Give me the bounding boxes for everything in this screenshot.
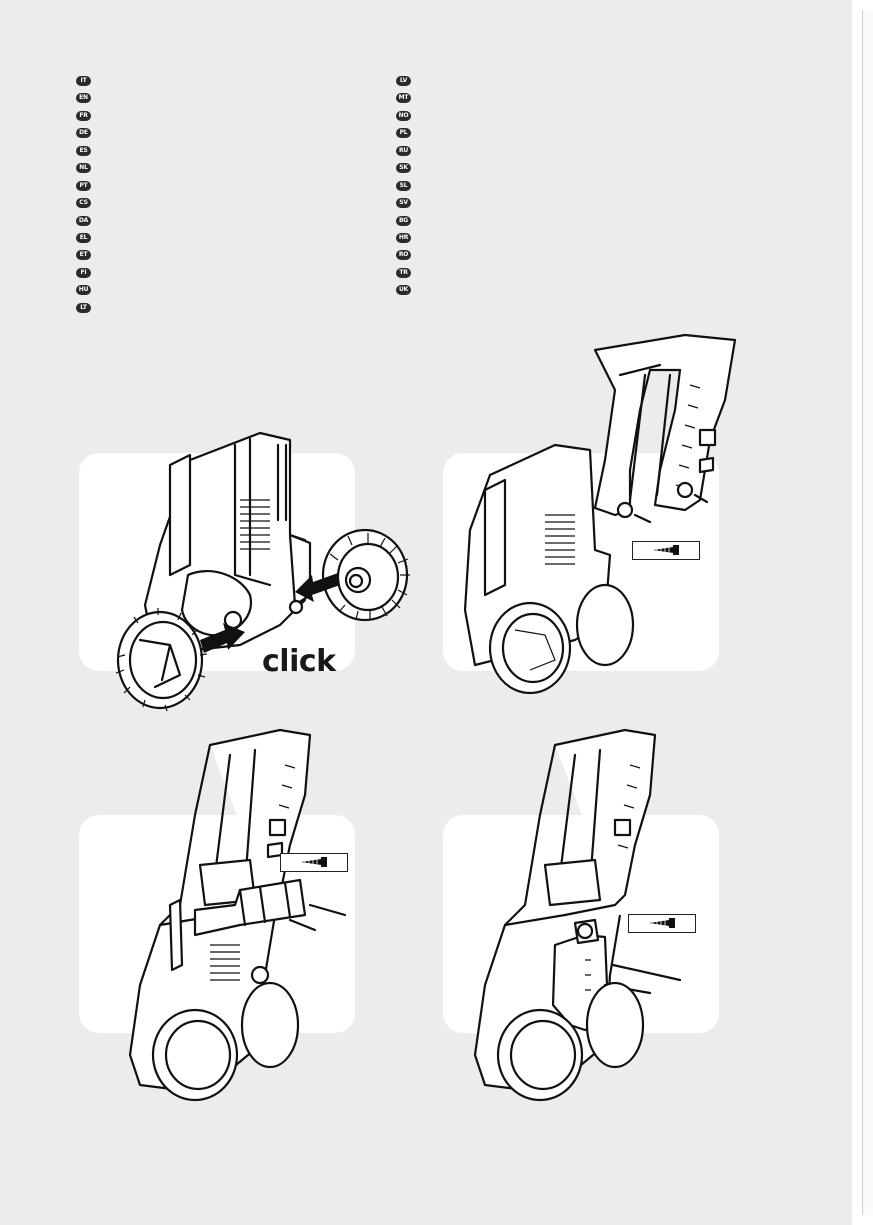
screw-icon [653,545,679,555]
language-badge: LT [76,302,91,313]
language-badge: IT [76,76,91,86]
screw-box-step-4 [628,914,696,933]
step-3-illustration [128,728,347,1102]
language-badge: BG [396,215,411,226]
language-badge: ET [76,250,91,261]
language-badge: MT [396,93,411,104]
language-badge: ES [76,145,91,156]
language-badge: NO [396,110,411,121]
language-badge: CS [76,198,91,209]
screw-box-step-3 [280,853,348,872]
vent-grille [210,944,240,981]
vent-grille [240,499,270,550]
screw-icon [649,918,675,928]
language-badge: PL [396,128,411,139]
screw-icon [301,857,327,867]
wheel-icon [151,965,300,1102]
bracket [193,878,307,937]
language-badge: TR [396,267,411,278]
vent-grille [545,514,575,565]
language-badge: SL [396,180,411,191]
language-badge: SV [396,198,411,209]
language-badge: HU [76,285,91,296]
language-badge: EN [76,93,91,104]
language-badge: PT [76,180,91,191]
wheel-icon [115,608,208,712]
scrollbar-track[interactable] [862,10,873,1215]
language-badge: LV [396,76,411,86]
language-badge: FR [76,110,91,121]
wheel-icon [496,981,645,1102]
language-badge: UK [396,285,411,296]
language-badge: HR [396,232,411,243]
language-list-left: IT EN FR DE ES NL PT CS DA EL ET FI HU L… [76,76,91,320]
language-badge: NL [76,163,91,174]
manual-page: IT EN FR DE ES NL PT CS DA EL ET FI HU L… [76,76,737,1102]
step-4-illustration [473,728,682,1102]
click-label: click [262,644,336,679]
language-badge: DE [76,128,91,139]
language-badge: RU [396,145,411,156]
language-badge: SK [396,163,411,174]
language-badge: DA [76,215,91,226]
language-badge: RO [396,250,411,261]
language-badge: EL [76,232,91,243]
arrow-icon [200,623,245,653]
language-list-right: LV MT NO PL RU SK SL SV BG HR RO TR UK [396,76,411,303]
language-badge: FI [76,267,91,278]
wheel-icon [488,583,635,695]
arrow-icon [295,573,340,602]
screw-box-step-2 [632,541,700,560]
step-2-illustration [463,333,737,695]
wheel-icon [321,528,410,622]
step-1-illustration [115,431,410,712]
scrollbar[interactable] [852,0,873,1225]
